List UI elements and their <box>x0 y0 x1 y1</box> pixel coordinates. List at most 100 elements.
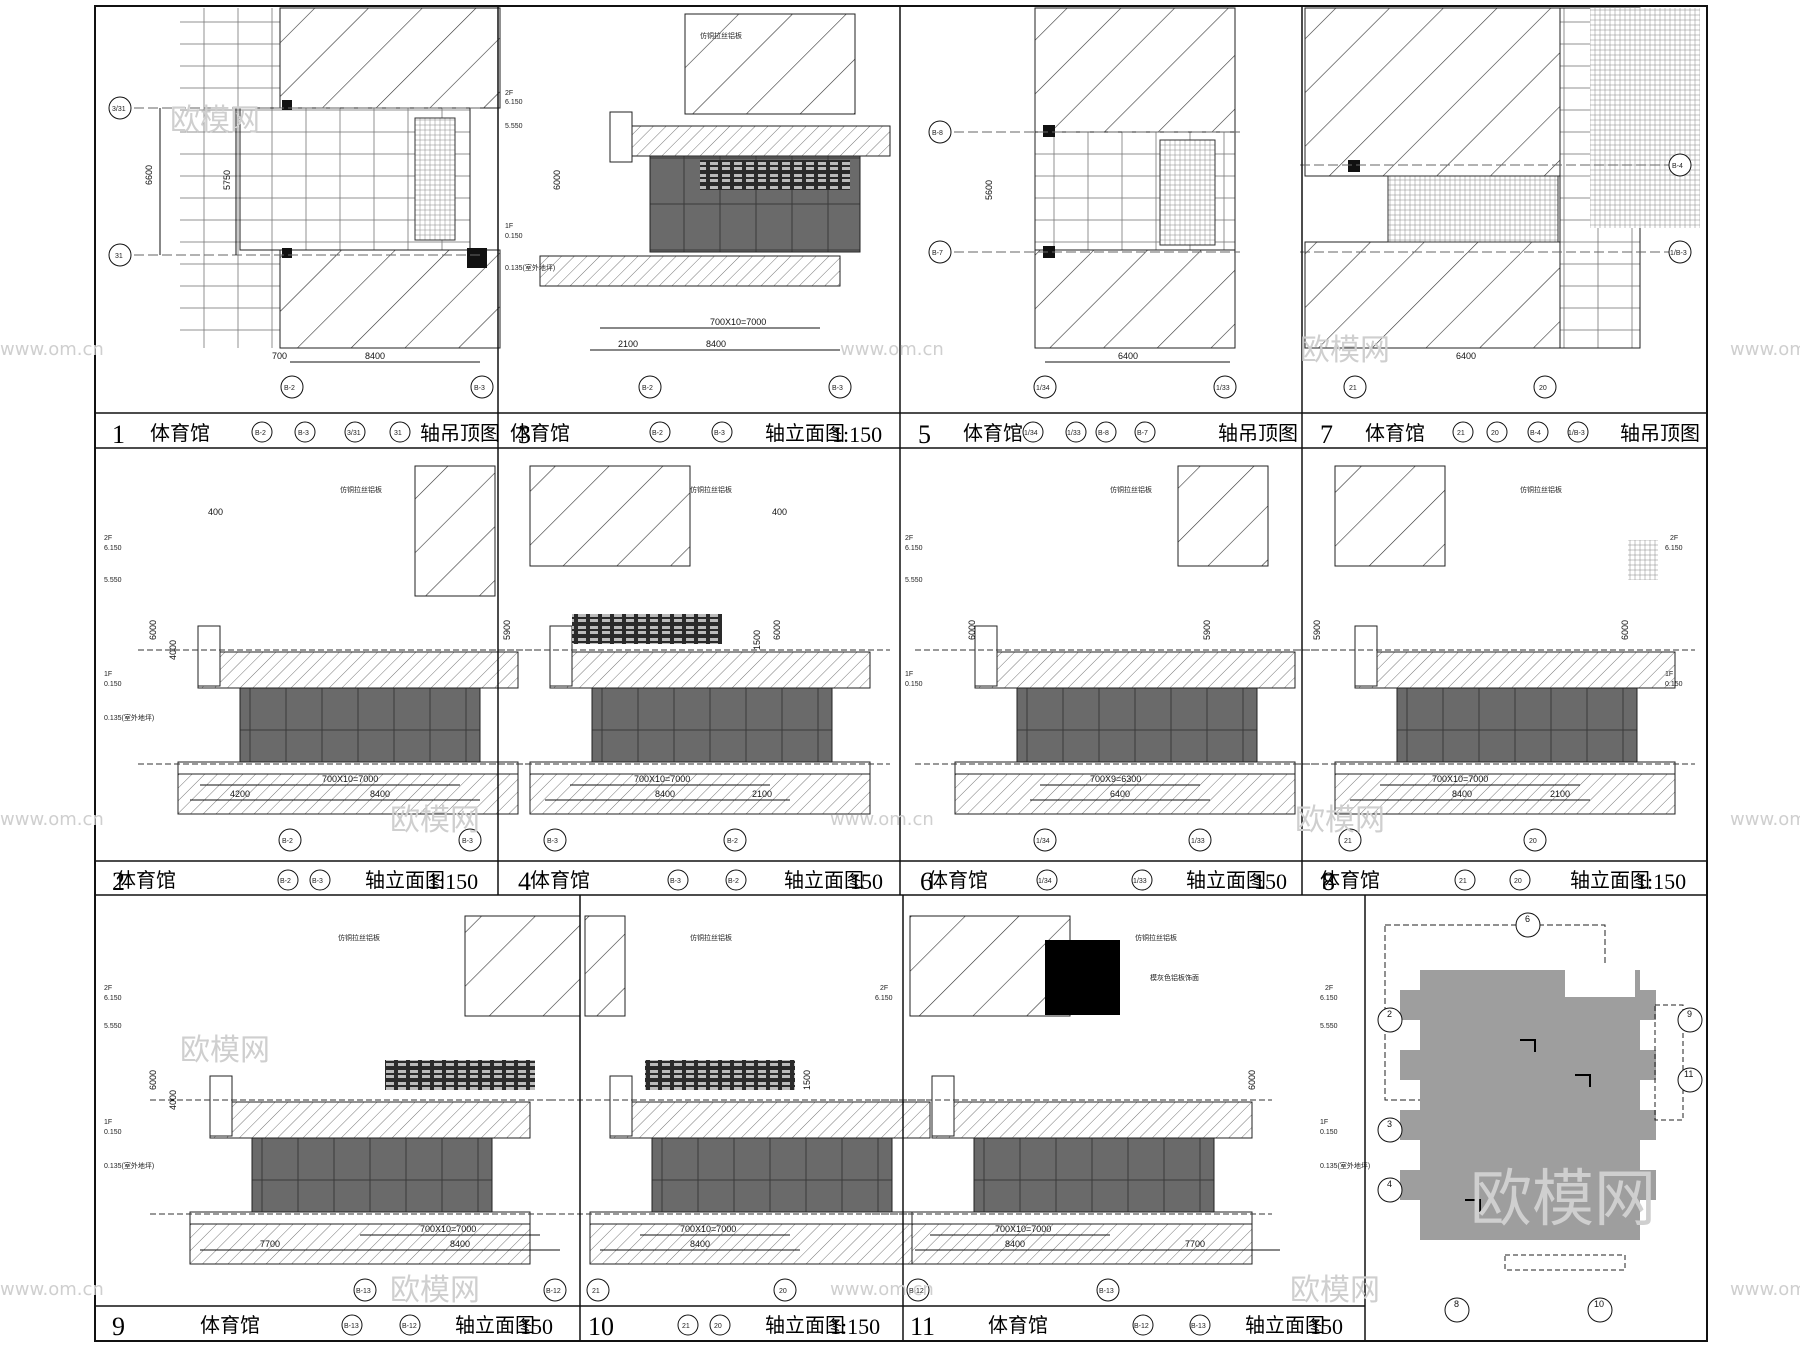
marker-9 <box>1677 1007 1703 1033</box>
svg-text:1/33: 1/33 <box>1067 430 1081 437</box>
svg-text:3/31: 3/31 <box>347 430 361 437</box>
svg-text:400: 400 <box>772 507 787 517</box>
svg-text:轴立面图: 轴立面图 <box>784 869 864 892</box>
svg-text:6000: 6000 <box>148 620 158 640</box>
marker-10 <box>1587 1297 1613 1323</box>
svg-text:www.om.cn: www.om.cn <box>830 809 934 830</box>
panel-6-elevation: 仿铜拉丝铝板 2F 6.150 5.550 1F 0.150 6000 5900… <box>905 465 1316 852</box>
svg-text:B-2: B-2 <box>280 878 291 885</box>
svg-text:3/31: 3/31 <box>112 106 126 113</box>
svg-text:轴吊顶图: 轴吊顶图 <box>1620 422 1700 445</box>
svg-text:www.om.cn: www.om.cn <box>0 339 104 360</box>
svg-text:B-7: B-7 <box>1137 430 1148 437</box>
svg-text:轴立面图: 轴立面图 <box>1186 869 1266 892</box>
svg-text:1F: 1F <box>104 1119 112 1126</box>
marker-3 <box>1377 1117 1403 1143</box>
svg-text:6000: 6000 <box>552 170 562 190</box>
svg-text:6000: 6000 <box>1620 620 1630 640</box>
svg-text:7700: 7700 <box>260 1239 280 1249</box>
svg-text:8: 8 <box>1454 1299 1459 1309</box>
svg-text:B-4: B-4 <box>1530 430 1541 437</box>
svg-text:700X9=6300: 700X9=6300 <box>1090 774 1141 784</box>
svg-text:体育馆: 体育馆 <box>200 1314 260 1337</box>
svg-text:仿铜拉丝铝板: 仿铜拉丝铝板 <box>690 933 732 942</box>
svg-text:700X10=7000: 700X10=7000 <box>634 774 690 784</box>
svg-text:6600: 6600 <box>144 165 154 185</box>
svg-text:体育馆: 体育馆 <box>116 869 176 892</box>
svg-text:1F: 1F <box>1320 1119 1328 1126</box>
svg-text:轴立面图: 轴立面图 <box>1570 869 1650 892</box>
svg-text:0.150: 0.150 <box>905 681 923 688</box>
svg-text:2F: 2F <box>880 985 888 992</box>
svg-text:1/33: 1/33 <box>1133 878 1147 885</box>
watermarks: 欧模网 欧模网 欧模网 欧模网 欧模网 欧模网 欧模网 欧模网 www.om.c… <box>0 103 1800 1308</box>
svg-text:欧模网: 欧模网 <box>1295 803 1385 838</box>
svg-text:700X10=7000: 700X10=7000 <box>995 1224 1051 1234</box>
svg-text:0.135(室外地坪): 0.135(室外地坪) <box>104 713 154 722</box>
panel-11-elevation: 仿铜拉丝铝板 模灰色铝板饰面 2F 6.150 5.550 1F 0.150 0… <box>871 915 1370 1302</box>
svg-text:700X10=7000: 700X10=7000 <box>680 1224 736 1234</box>
svg-text:8400: 8400 <box>690 1239 710 1249</box>
svg-text:B-4: B-4 <box>1672 163 1683 170</box>
svg-text:2100: 2100 <box>618 339 638 349</box>
svg-text:1F: 1F <box>1665 671 1673 678</box>
svg-text:6: 6 <box>1525 914 1530 924</box>
panel-5-ceiling-plan: 5600 6400 B-8 B-7 1/34 1/33 <box>928 7 1240 399</box>
svg-text:4000: 4000 <box>168 640 178 660</box>
marker-8 <box>1444 1297 1470 1323</box>
panel-1-ceiling-plan: 6600 5750 8400 700 3/31 31 B-2 B-3 <box>108 7 501 399</box>
svg-text:20: 20 <box>714 1323 722 1330</box>
title-7: 7 体育馆 21 20 B-4 1/B-3 轴吊顶图 <box>1320 420 1700 449</box>
svg-text:5.550: 5.550 <box>505 123 523 130</box>
svg-text:仿铜拉丝铝板: 仿铜拉丝铝板 <box>690 485 732 494</box>
svg-text:6400: 6400 <box>1110 789 1130 799</box>
svg-text:150: 150 <box>1310 1314 1343 1339</box>
svg-text:仿铜拉丝铝板: 仿铜拉丝铝板 <box>700 31 742 40</box>
svg-text:2: 2 <box>112 867 125 896</box>
svg-text:轴立面图: 轴立面图 <box>765 1314 845 1337</box>
svg-text:8: 8 <box>1322 867 1335 896</box>
svg-text:5.550: 5.550 <box>1320 1023 1338 1030</box>
svg-text:5: 5 <box>918 420 931 449</box>
svg-text:21: 21 <box>1344 838 1352 845</box>
svg-text:7: 7 <box>1320 420 1333 449</box>
svg-text:700X10=7000: 700X10=7000 <box>1432 774 1488 784</box>
svg-text:8400: 8400 <box>655 789 675 799</box>
svg-text:2: 2 <box>1387 1009 1392 1019</box>
svg-text:体育馆: 体育馆 <box>510 422 570 445</box>
svg-text:8400: 8400 <box>1005 1239 1025 1249</box>
panel-4-elevation: 仿铜拉丝铝板 5900 6000 1500 400 700X10=7000 84… <box>489 465 891 852</box>
svg-text:B-2: B-2 <box>284 385 295 392</box>
svg-text:0.135(室外地坪): 0.135(室外地坪) <box>505 263 555 272</box>
svg-text:7700: 7700 <box>1185 1239 1205 1249</box>
svg-text:1/34: 1/34 <box>1024 430 1038 437</box>
svg-text:5900: 5900 <box>1312 620 1322 640</box>
svg-text:仿铜拉丝铝板: 仿铜拉丝铝板 <box>1520 485 1562 494</box>
svg-text:6400: 6400 <box>1456 351 1476 361</box>
svg-text:1500: 1500 <box>752 630 762 650</box>
panel-9-elevation: 仿铜拉丝铝板 2F 6.150 5.550 1F 0.150 0.135(室外地… <box>104 915 581 1302</box>
svg-text:轴吊顶图: 轴吊顶图 <box>420 422 500 445</box>
svg-text:9: 9 <box>1687 1009 1692 1019</box>
svg-text:20: 20 <box>1514 878 1522 885</box>
panel-10-elevation: 仿铜拉丝铝板 2F 6.150 1500 700X10=7000 8400 21… <box>549 915 951 1302</box>
svg-text:400: 400 <box>208 507 223 517</box>
svg-text:欧模网: 欧模网 <box>1300 333 1390 368</box>
svg-text:体育馆: 体育馆 <box>530 869 590 892</box>
svg-text:1/B-3: 1/B-3 <box>1670 250 1687 257</box>
svg-text:8400: 8400 <box>450 1239 470 1249</box>
svg-text:仿铜拉丝铝板: 仿铜拉丝铝板 <box>1135 933 1177 942</box>
svg-text:0.150: 0.150 <box>104 681 122 688</box>
svg-text:20: 20 <box>1491 430 1499 437</box>
svg-text:0.150: 0.150 <box>505 233 523 240</box>
svg-text:2F: 2F <box>104 985 112 992</box>
panel-3-elevation: 仿铜拉丝铝板 2F 6.150 5.550 1F 0.150 0.135(室外地… <box>505 13 891 399</box>
svg-text:B-2: B-2 <box>728 878 739 885</box>
title-2: 2 体育馆 B-2 B-3 轴立面图 1:150 <box>112 867 478 896</box>
svg-text:B-2: B-2 <box>282 838 293 845</box>
svg-text:2F: 2F <box>1670 535 1678 542</box>
svg-text:1500: 1500 <box>802 1070 812 1090</box>
svg-text:5900: 5900 <box>1202 620 1212 640</box>
svg-text:1:150: 1:150 <box>830 1314 880 1339</box>
svg-text:6000: 6000 <box>967 620 977 640</box>
